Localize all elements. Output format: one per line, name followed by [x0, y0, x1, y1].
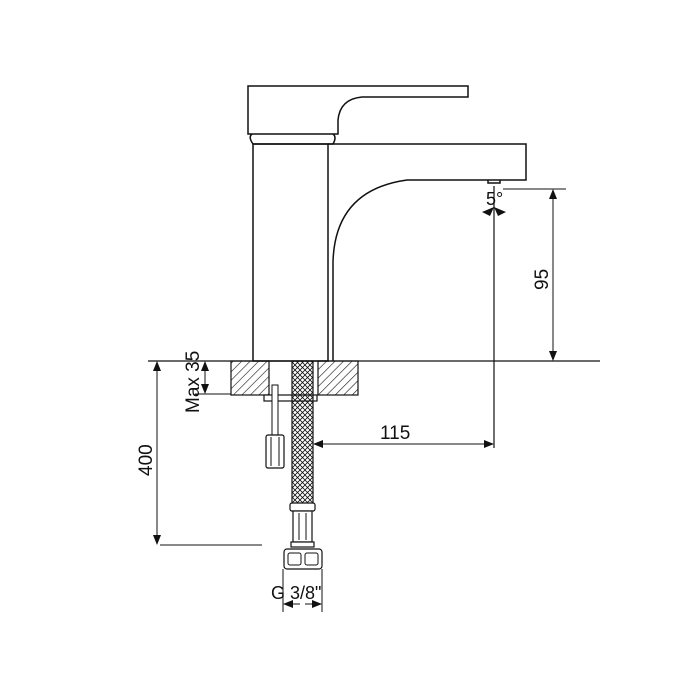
handle-collar — [249, 133, 336, 145]
lever-handle — [247, 85, 469, 135]
fixing-plate — [263, 394, 318, 402]
connection-thread-label: G 3/8" — [271, 583, 322, 603]
max-deck-thickness-label: Max 35 — [183, 350, 204, 413]
connector-nut — [283, 548, 323, 570]
deck-right — [317, 360, 359, 396]
spout-height-label: 95 — [532, 268, 553, 290]
spout-angle-label: 5° — [486, 189, 504, 209]
fixing-nut — [265, 434, 285, 469]
braided-hose — [291, 360, 314, 505]
threaded-rod — [271, 384, 279, 436]
faucet-body — [252, 143, 329, 362]
spout-reach-label: 115 — [380, 423, 411, 444]
hose-length-label: 400 — [136, 444, 157, 476]
hose-ferrule — [292, 510, 313, 543]
spout — [328, 143, 527, 361]
deck-left — [230, 360, 270, 396]
